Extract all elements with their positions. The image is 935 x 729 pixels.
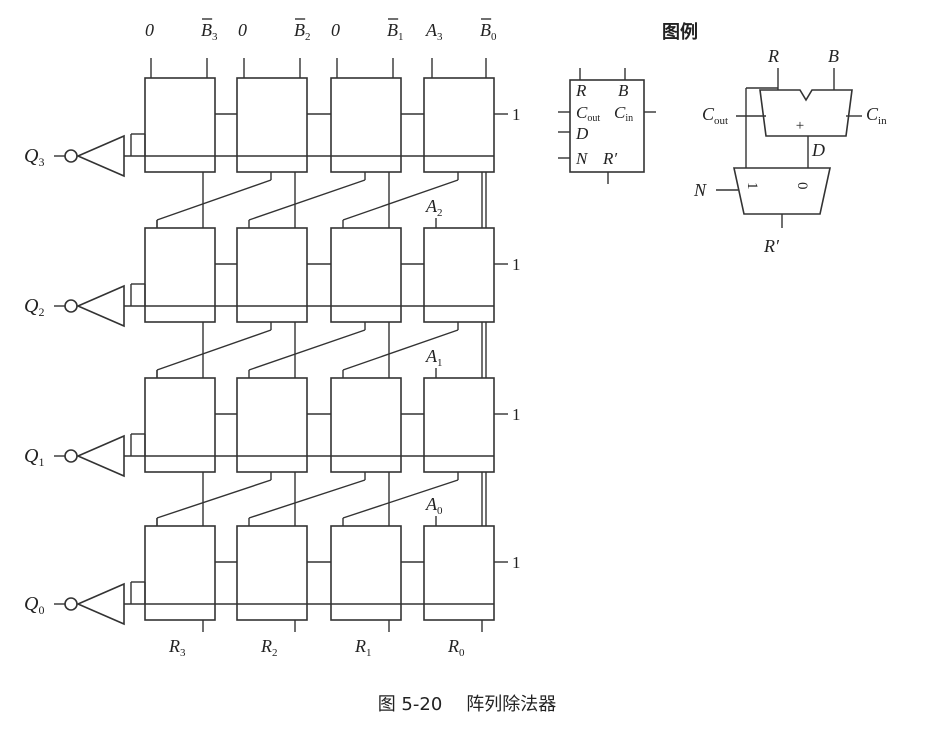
q-label-2: Q2 [24, 295, 44, 319]
top-label-B1: B1 [387, 20, 404, 43]
legend-cell-r: R [575, 81, 587, 100]
carry-in-one: 1 [512, 405, 521, 424]
detail-d: D [811, 140, 825, 160]
divider-cell [330, 377, 402, 473]
mux-input-0: 0 [794, 182, 810, 190]
divider-cell [330, 227, 402, 323]
inverter-bubble [64, 299, 78, 313]
inverter [75, 434, 125, 478]
inverter [75, 582, 125, 626]
detail-cin: Cin [866, 104, 887, 127]
detail-n: N [693, 180, 707, 200]
r-label-3: R3 [168, 636, 186, 659]
divider-cell [423, 377, 495, 473]
legend-detail: + R B Cout Cin D N 1 0 R′ [693, 46, 887, 256]
divider-cell [423, 525, 495, 621]
top-label-A3: A3 [425, 20, 443, 43]
divider-cell [144, 525, 216, 621]
diag-wire [156, 329, 272, 371]
diag-wire [342, 179, 459, 221]
legend-cell-d: D [575, 124, 589, 143]
detail-r: R [767, 46, 779, 66]
legend-cell-rprime: R′ [602, 149, 617, 168]
divider-cell [144, 77, 216, 173]
mux-symbol [733, 167, 831, 215]
a-label-0: A0 [425, 494, 443, 517]
inverter-bubble [64, 597, 78, 611]
detail-rprime: R′ [763, 236, 780, 256]
diag-wire [342, 479, 459, 519]
diag-wire [248, 479, 366, 519]
inverter-bubble [64, 449, 78, 463]
q-label-1: Q1 [24, 445, 44, 469]
diag-wire [156, 479, 272, 519]
legend-cell-cout: Cout [576, 103, 600, 124]
top-input-labels: 0 B3 0 B2 0 B1 A3 B0 [145, 18, 497, 43]
r-label-1: R1 [354, 636, 372, 659]
legend-cell-box [569, 79, 645, 173]
a-label-2: A2 [425, 196, 443, 219]
detail-b: B [828, 46, 839, 66]
adder-symbol [759, 89, 853, 137]
divider-cell [330, 525, 402, 621]
q-label-3: Q3 [24, 145, 44, 169]
r-label-0: R0 [447, 636, 465, 659]
divider-cell [236, 377, 308, 473]
carry-in-one: 1 [512, 255, 521, 274]
inverter-bubble [64, 149, 78, 163]
a-label-1: A1 [425, 346, 443, 369]
inverter [75, 134, 125, 178]
inverter [75, 284, 125, 328]
diag-wire [248, 179, 366, 221]
divider-cell [236, 77, 308, 173]
divider-cell [236, 227, 308, 323]
legend: 图例 R B Cout Cin D N R′ + [558, 21, 887, 256]
divider-cell [144, 377, 216, 473]
legend-cell-cin: Cin [614, 103, 633, 124]
divider-cell [423, 227, 495, 323]
carry-in-one: 1 [512, 553, 521, 572]
top-label-B0: B0 [480, 20, 497, 43]
divider-cell [236, 525, 308, 621]
divider-cell [330, 77, 402, 173]
legend-cell-n: N [575, 149, 589, 168]
detail-cout: Cout [702, 104, 728, 127]
q-label-0: Q0 [24, 593, 44, 617]
top-label-0: 0 [331, 20, 340, 40]
diag-wire [156, 179, 272, 221]
mux-input-1: 1 [744, 182, 760, 190]
top-label-0: 0 [238, 20, 247, 40]
top-label-0: 0 [145, 20, 154, 40]
top-label-B3: B3 [201, 20, 218, 43]
legend-title: 图例 [662, 21, 698, 43]
diag-wire [248, 329, 366, 371]
legend-cell: R B Cout Cin D N R′ [558, 68, 656, 184]
adder-plus: + [796, 118, 804, 134]
legend-cell-b: B [618, 81, 629, 100]
top-label-B2: B2 [294, 20, 311, 43]
r-label-2: R2 [260, 636, 278, 659]
divider-cell [144, 227, 216, 323]
divider-cell [423, 77, 495, 173]
carry-in-one: 1 [512, 105, 521, 124]
diag-wire [342, 329, 459, 371]
